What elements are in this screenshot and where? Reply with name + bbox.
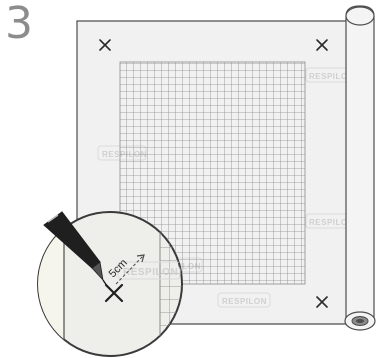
pen-icon <box>43 211 108 287</box>
dashed-guide <box>115 255 144 285</box>
step-number: 3 <box>5 0 33 49</box>
x-mark-icon <box>316 39 328 51</box>
arrow-head-icon <box>136 254 145 263</box>
watermark-text: RESPILON <box>123 267 178 278</box>
watermark-text: RESPILON <box>309 218 354 227</box>
roll-icon <box>344 5 376 331</box>
x-mark-icon <box>104 283 124 303</box>
x-mark-icon <box>99 39 111 51</box>
watermark-text: RESPILON <box>309 72 354 81</box>
x-mark-icon <box>316 296 328 308</box>
watermark-logo: RESPILON <box>217 292 271 308</box>
watermark-text: RESPILON <box>222 297 267 306</box>
